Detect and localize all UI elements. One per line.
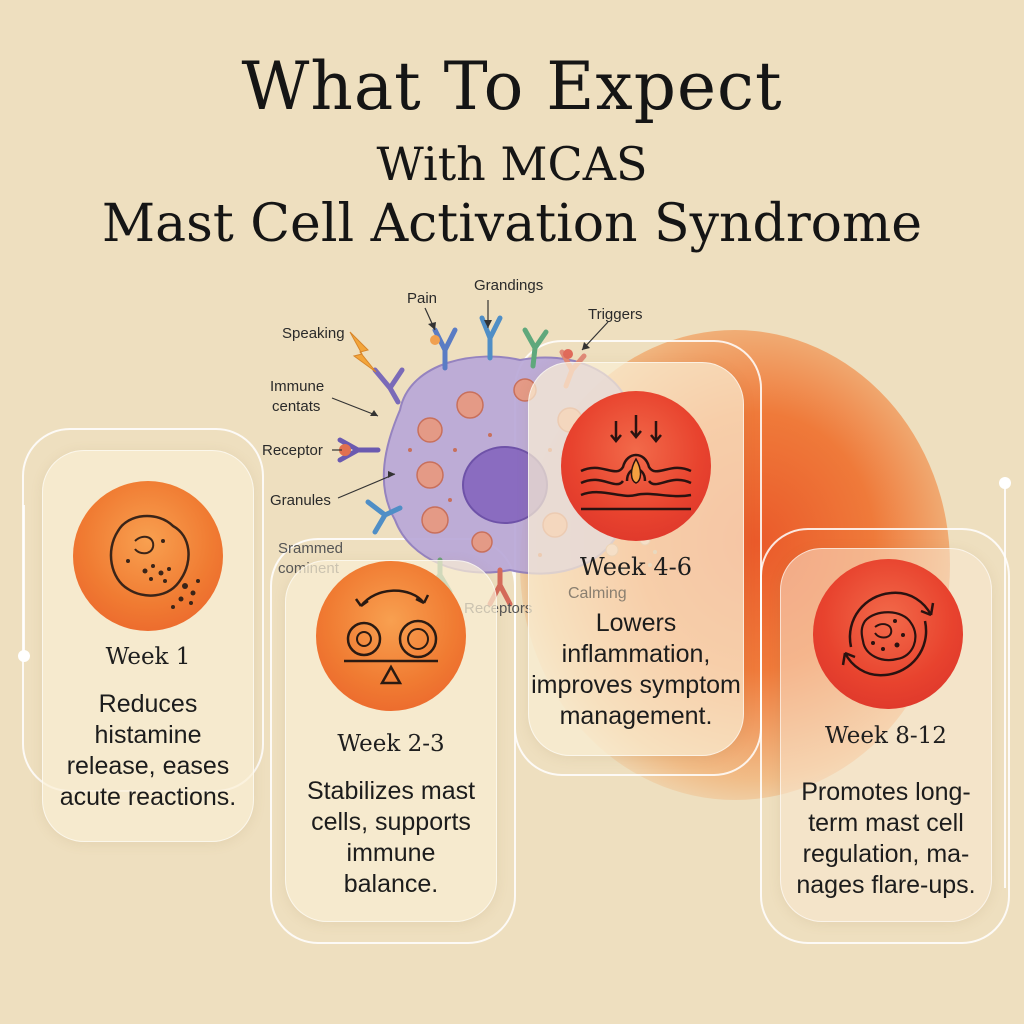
label-centats: centats xyxy=(272,398,321,415)
mast-cell-releasing-icon xyxy=(73,481,223,631)
label-grandings: Grandings xyxy=(474,277,544,294)
week-description: Promotes long- term mast cell regulation… xyxy=(796,778,976,899)
label-triggers: Triggers xyxy=(588,306,643,323)
card-frame-week-8-12 xyxy=(760,528,1010,944)
week-label: Week 4-6 xyxy=(580,553,692,581)
label-granules: Granules xyxy=(270,492,331,509)
card-week-8-12: Week 8-12 Promotes long- term mast cell … xyxy=(780,548,992,922)
week-label: Week 1 xyxy=(105,644,191,670)
week-description: Lowers inflammation, improves symptom ma… xyxy=(531,609,741,730)
calming-sublabel: Calming xyxy=(568,585,627,602)
week-description: Reduces histamine release, eases acute r… xyxy=(59,690,237,811)
week-label: Week 8-12 xyxy=(825,723,947,749)
label-pain: Pain xyxy=(407,290,438,307)
label-receptor: Receptor xyxy=(262,442,323,459)
week-description: Stabilizes mast cells, supports immune b… xyxy=(306,777,476,898)
timeline-dot-right xyxy=(999,477,1011,489)
card-week-4-6: Week 4-6 Lowers inflammation, improves s… xyxy=(528,362,744,756)
label-speaking: Speaking xyxy=(282,325,345,342)
page-subtitle: With MCAS xyxy=(376,137,648,191)
page-title: What To Expect xyxy=(241,48,783,125)
card-week-1: Week 1 Reduces histamine release, eases … xyxy=(42,450,254,842)
balance-scale-icon xyxy=(316,561,466,711)
week-label: Week 2-3 xyxy=(337,731,445,757)
timeline-dot-left xyxy=(18,650,30,662)
timeline-line-right xyxy=(1004,488,1006,888)
card-week-2-3: Week 2-3 Stabilizes mast cells, supports… xyxy=(285,560,497,922)
inflamed-tissue-icon xyxy=(561,391,711,541)
mast-cell-diagram: Pain Grandings Triggers Speaking Immune … xyxy=(250,270,770,630)
label-srammed: Srammed xyxy=(278,540,344,557)
page-subtitle-full: Mast Cell Activation Syndrome xyxy=(101,194,923,254)
cell-cycle-icon xyxy=(813,559,963,709)
timeline-line-left xyxy=(23,505,25,655)
label-immune: Immune xyxy=(270,378,325,395)
